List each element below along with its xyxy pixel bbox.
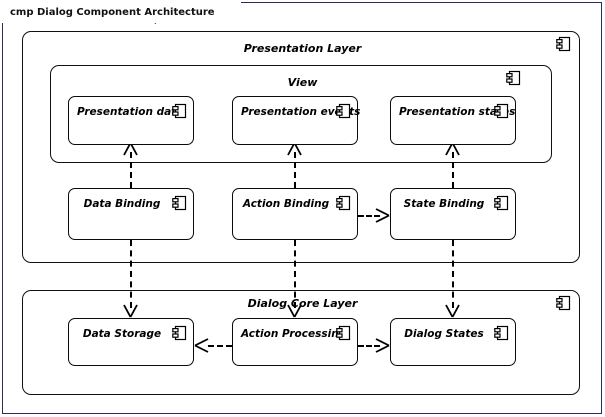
connector-action-processing-to-data-storage [208, 345, 232, 347]
arrowhead-state-binding-to-presentation-states [445, 142, 460, 156]
component-icon [494, 195, 509, 211]
diagram-frame-label: cmp Dialog Component Architecture [2, 2, 241, 23]
component-icon [172, 103, 187, 119]
connector-action-binding-to-action-processing [294, 240, 296, 308]
arrowhead-action-binding-to-action-processing [287, 304, 302, 318]
arrowhead-action-processing-to-dialog-states [374, 338, 390, 353]
component-dialog-states[interactable]: Dialog States [390, 318, 516, 366]
package-dialog-core-layer[interactable] [22, 290, 580, 395]
component-icon [172, 325, 187, 341]
package-presentation-layer[interactable] [22, 31, 580, 263]
component-action-binding[interactable]: Action Binding [232, 188, 358, 240]
package-view[interactable] [50, 65, 552, 163]
connector-state-binding-to-dialog-states [452, 240, 454, 308]
component-action-processing-label: Action Processing [241, 328, 347, 340]
component-icon [172, 195, 187, 211]
arrowhead-state-binding-to-dialog-states [445, 304, 460, 318]
component-state-binding[interactable]: State Binding [390, 188, 516, 240]
arrowhead-data-binding-to-presentation-data [123, 142, 138, 156]
component-icon [556, 36, 571, 52]
connector-data-binding-to-presentation-data [130, 152, 132, 188]
package-view-label: View [287, 76, 318, 89]
component-icon [494, 325, 509, 341]
component-icon [506, 70, 521, 86]
arrowhead-action-binding-to-state-binding [374, 208, 390, 223]
package-presentation-layer-label: Presentation Layer [243, 42, 362, 55]
connector-data-binding-to-data-storage [130, 240, 132, 308]
component-presentation-states-label: Presentation states [399, 106, 516, 118]
connector-action-binding-to-presentation-events [294, 152, 296, 188]
component-data-binding-label: Data Binding [83, 198, 161, 210]
component-icon [336, 325, 351, 341]
arrowhead-action-processing-to-data-storage [194, 338, 210, 353]
component-action-processing[interactable]: Action Processing [232, 318, 358, 366]
component-presentation-data[interactable]: Presentation data [68, 96, 194, 145]
connector-state-binding-to-presentation-states [452, 152, 454, 188]
component-data-storage[interactable]: Data Storage [68, 318, 194, 366]
diagram-frame [2, 2, 602, 414]
component-icon [556, 295, 571, 311]
component-presentation-events[interactable]: Presentation events [232, 96, 361, 145]
component-presentation-data-label: Presentation data [77, 106, 184, 118]
component-state-binding-label: State Binding [403, 198, 485, 210]
connector-action-binding-to-state-binding [358, 215, 380, 217]
component-action-binding-label: Action Binding [242, 198, 330, 210]
package-dialog-core-layer-label: Dialog Core Layer [247, 297, 358, 310]
component-data-storage-label: Data Storage [82, 328, 162, 340]
arrowhead-action-binding-to-presentation-events [287, 142, 302, 156]
component-icon [336, 195, 351, 211]
connector-action-processing-to-dialog-states [358, 345, 380, 347]
component-presentation-events-label: Presentation events [241, 106, 361, 118]
component-icon [494, 103, 509, 119]
component-icon [336, 103, 351, 119]
component-presentation-states[interactable]: Presentation states [390, 96, 516, 145]
component-data-binding[interactable]: Data Binding [68, 188, 194, 240]
arrowhead-data-binding-to-data-storage [123, 304, 138, 318]
component-dialog-states-label: Dialog States [404, 328, 484, 340]
